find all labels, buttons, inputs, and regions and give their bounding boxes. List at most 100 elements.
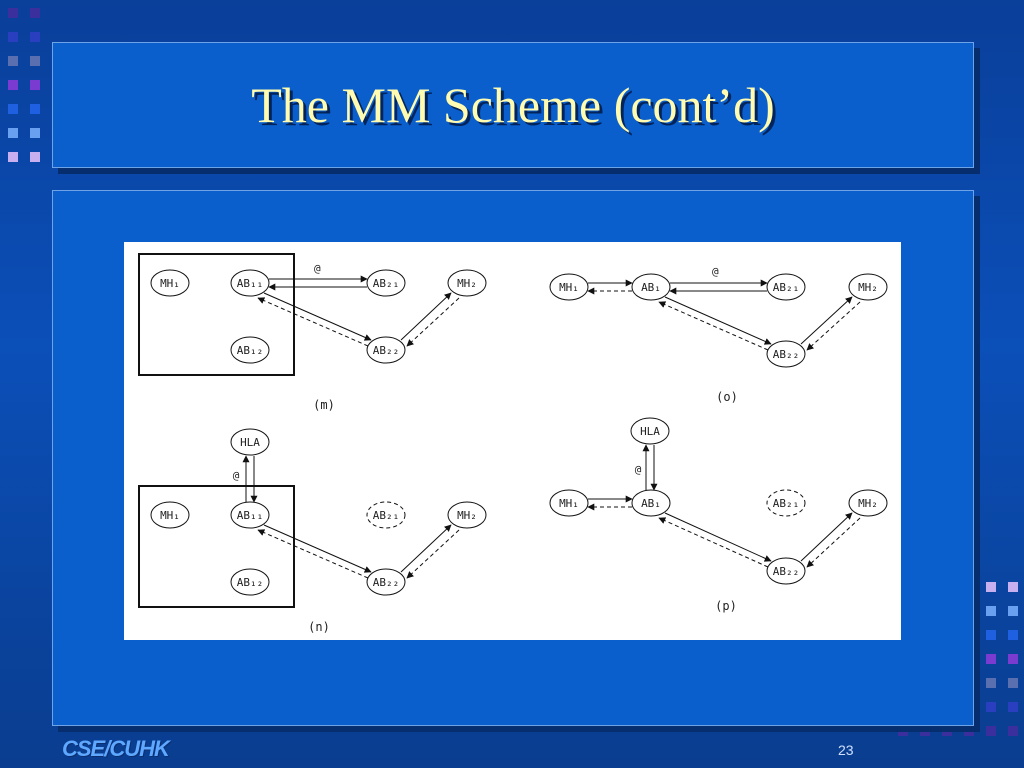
- decor-square: [1008, 582, 1018, 592]
- decor-square: [30, 8, 40, 18]
- node-m-mh2: MH₂: [447, 269, 487, 297]
- node-label: MH₂: [457, 277, 477, 290]
- edge-n-mh2-ab22-dashed: [406, 529, 460, 579]
- node-label: AB₁₁: [237, 509, 264, 522]
- caption-p: (p): [715, 599, 737, 613]
- node-label: AB₁₂: [237, 344, 264, 357]
- node-m-ab11: AB₁₁: [230, 269, 270, 297]
- decor-square: [1008, 678, 1018, 688]
- node-m-mh1: MH₁: [150, 269, 190, 297]
- node-n-ab11: AB₁₁: [230, 501, 270, 529]
- decor-square: [1008, 606, 1018, 616]
- decor-square: [920, 726, 930, 736]
- node-n-ab21-dashed: AB₂₁: [366, 501, 406, 529]
- decor-square: [8, 56, 18, 66]
- annotation-at: @: [233, 469, 240, 482]
- region-box-n: [138, 485, 295, 608]
- node-n-ab22: AB₂₂: [366, 568, 406, 596]
- decor-square: [30, 32, 40, 42]
- edge-m-ab22-ab11-dashed: [257, 297, 369, 347]
- node-label: AB₂₁: [373, 277, 400, 290]
- edge-o-ab22-mh2: [800, 296, 853, 345]
- node-label: AB₂₁: [773, 497, 800, 510]
- decor-square: [30, 128, 40, 138]
- annotation-at: @: [712, 265, 719, 278]
- annotation-at: @: [635, 463, 642, 476]
- decor-square: [8, 104, 18, 114]
- edge-p-mh2-ab22-dashed: [806, 517, 861, 568]
- node-p-ab21-dashed: AB₂₁: [766, 489, 806, 517]
- slide-title: The MM Scheme (cont’d): [251, 77, 775, 133]
- decor-square: [986, 726, 996, 736]
- edge-m-mh2-ab22-dashed: [406, 297, 460, 347]
- decor-square: [8, 128, 18, 138]
- edge-p-ab1-ab22: [664, 512, 772, 562]
- decor-square: [986, 702, 996, 712]
- node-label: MH₁: [160, 509, 180, 522]
- decor-square: [1008, 702, 1018, 712]
- edge-o-ab1-ab22: [664, 296, 772, 345]
- node-label: HLA: [240, 436, 260, 449]
- page-number: 23: [838, 742, 854, 758]
- decor-square: [986, 582, 996, 592]
- node-label: AB₂₁: [773, 281, 800, 294]
- edge-n-ab11-ab22: [263, 524, 372, 573]
- node-label: MH₂: [858, 497, 878, 510]
- edge-m-ab11-ab22: [263, 292, 372, 341]
- edge-n-ab22-ab11-dashed: [257, 529, 369, 579]
- node-label: AB₂₁: [373, 509, 400, 522]
- node-label: AB₁: [641, 281, 661, 294]
- mm-scheme-figure: MH₁ AB₁₁ AB₁₂ AB₂₁ MH₂ AB₂₂ @: [124, 242, 901, 640]
- decor-square: [30, 80, 40, 90]
- panel-m: MH₁ AB₁₁ AB₁₂ AB₂₁ MH₂ AB₂₂ @: [138, 253, 487, 412]
- edge-n-ab22-mh2: [400, 524, 452, 573]
- node-n-hla: HLA: [230, 428, 270, 456]
- edge-o-ab22-ab1-dashed: [658, 301, 769, 351]
- node-label: AB₁₂: [237, 576, 264, 589]
- edge-o-mh2-ab22-dashed: [806, 301, 861, 351]
- node-o-mh1: MH₁: [549, 273, 589, 301]
- decor-square: [8, 8, 18, 18]
- decor-square: [1008, 654, 1018, 664]
- decor-square: [8, 80, 18, 90]
- node-p-ab1: AB₁: [631, 489, 671, 517]
- decor-square: [30, 104, 40, 114]
- caption-o: (o): [716, 390, 738, 404]
- decor-square: [986, 654, 996, 664]
- node-label: AB₁: [641, 497, 661, 510]
- decor-square: [964, 726, 974, 736]
- panel-o: MH₁ AB₁ AB₂₁ MH₂ AB₂₂ @: [549, 265, 888, 404]
- node-p-ab22: AB₂₂: [766, 557, 806, 585]
- node-label: AB₂₂: [773, 348, 800, 361]
- decor-square: [942, 726, 952, 736]
- node-o-ab22: AB₂₂: [766, 340, 806, 368]
- panel-n: HLA MH₁ AB₁₁ AB₁₂ AB₂₁ MH₂: [138, 428, 487, 634]
- node-m-ab21: AB₂₁: [366, 269, 406, 297]
- decor-square: [30, 152, 40, 162]
- node-label: AB₁₁: [237, 277, 264, 290]
- annotation-at: @: [314, 262, 321, 275]
- decor-square: [8, 152, 18, 162]
- decor-square: [986, 630, 996, 640]
- node-label: MH₁: [559, 281, 579, 294]
- decor-square: [898, 726, 908, 736]
- caption-n: (n): [308, 620, 330, 634]
- node-o-ab1: AB₁: [631, 273, 671, 301]
- node-label: MH₂: [858, 281, 878, 294]
- node-m-ab12: AB₁₂: [230, 336, 270, 364]
- decor-square: [30, 56, 40, 66]
- title-panel: The MM Scheme (cont’d): [52, 42, 974, 168]
- edge-p-ab22-ab1-dashed: [658, 517, 769, 568]
- node-o-ab21: AB₂₁: [766, 273, 806, 301]
- node-label: AB₂₂: [373, 576, 400, 589]
- edge-m-ab22-mh2: [400, 292, 452, 341]
- caption-m: (m): [313, 398, 335, 412]
- node-n-mh1: MH₁: [150, 501, 190, 529]
- mm-scheme-diagram: MH₁ AB₁₁ AB₁₂ AB₂₁ MH₂ AB₂₂ @: [138, 253, 888, 634]
- node-label: AB₂₂: [773, 565, 800, 578]
- node-p-hla: HLA: [630, 417, 670, 445]
- decor-square: [986, 606, 996, 616]
- decor-square: [1008, 726, 1018, 736]
- footer-logo: CSE/CUHK: [62, 736, 170, 761]
- decor-square: [986, 678, 996, 688]
